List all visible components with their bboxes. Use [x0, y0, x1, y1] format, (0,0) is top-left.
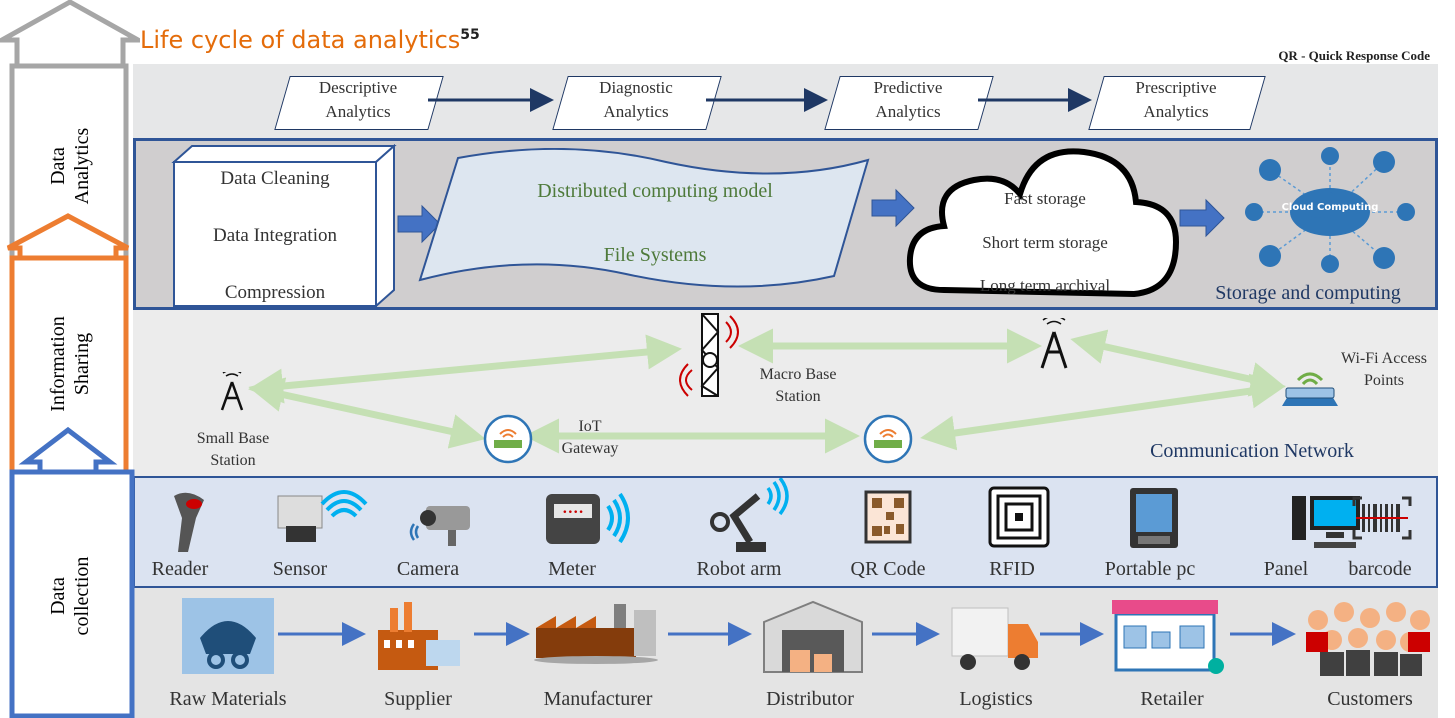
barcode-icon	[1352, 496, 1412, 540]
layer-arrows	[0, 0, 140, 718]
process-arrow-1	[397, 204, 441, 244]
device-panel: Panel	[1263, 558, 1309, 580]
iot-gateway-icon-left	[483, 414, 533, 464]
device-meter: Meter	[548, 558, 596, 580]
svg-text:••••: ••••	[562, 508, 584, 518]
macro-base-station-icon	[679, 313, 739, 397]
device-camera: Camera	[396, 558, 460, 580]
process-arrow-2	[871, 188, 915, 228]
chain-distributor: Distributor	[766, 688, 854, 710]
link-iot-wifi	[920, 373, 1286, 451]
link-small-macro	[248, 334, 682, 404]
processing-box	[171, 144, 397, 309]
chain-supplier: Supplier	[384, 688, 452, 710]
distributed-shape	[418, 148, 870, 288]
process-compression: Compression	[224, 282, 326, 303]
rfid-icon	[988, 486, 1050, 548]
customers-icon	[1306, 602, 1430, 676]
chain-retailer: Retailer	[1140, 688, 1204, 710]
device-sensor: Sensor	[272, 558, 328, 580]
device-barcode: barcode	[1348, 558, 1412, 580]
storage-computing-label: Storage and computing	[1215, 282, 1401, 304]
communication-network-label: Communication Network	[1150, 440, 1354, 462]
logistics-icon	[951, 607, 1038, 670]
reader-icon	[174, 492, 204, 552]
robot-arm-icon	[710, 478, 789, 552]
title-reference: 55	[460, 27, 480, 43]
device-reader: Reader	[151, 558, 209, 580]
cloud-computing-icon: Cloud Computing	[1245, 147, 1415, 273]
camera-icon	[409, 506, 470, 546]
device-robot-arm: Robot arm	[696, 558, 782, 580]
diagram-title: Life cycle of data analytics55	[140, 26, 480, 54]
long-term-archival: Long term archival	[979, 276, 1111, 295]
manufacturer-icon	[534, 604, 658, 664]
chain-logistics: Logistics	[959, 688, 1033, 710]
short-term-storage: Short term storage	[982, 233, 1108, 252]
iot-gateway-icon-right	[863, 414, 913, 464]
chain-raw-materials: Raw Materials	[169, 688, 287, 710]
sensor-icon	[277, 490, 368, 542]
fast-storage: Fast storage	[1004, 189, 1086, 208]
panel-icon	[1292, 496, 1360, 548]
cell-tower-icon	[1040, 318, 1068, 369]
process-arrow-3	[1179, 198, 1225, 238]
retailer-icon	[1112, 600, 1224, 674]
device-qr-code: QR Code	[850, 558, 926, 580]
portable-pc-icon	[1130, 488, 1178, 548]
supplier-icon	[378, 602, 460, 670]
device-rfid: RFID	[989, 558, 1035, 580]
process-data-cleaning: Data Cleaning	[220, 168, 330, 189]
small-base-station-icon	[220, 372, 244, 411]
link-tower-wifi	[1070, 329, 1286, 397]
chain-manufacturer: Manufacturer	[543, 688, 653, 710]
distributed-computing-label: Distributed computing model	[537, 180, 773, 202]
distributor-icon	[763, 600, 863, 673]
process-data-integration: Data Integration	[213, 225, 337, 246]
link-small-iot	[248, 377, 486, 449]
qr-note: QR - Quick Response Code	[1278, 48, 1430, 63]
device-portable-pc: Portable pc	[1104, 558, 1196, 580]
collection-layer-arrow	[9, 426, 135, 718]
wifi-router-icon	[1282, 372, 1338, 406]
file-systems-label: File Systems	[603, 244, 707, 266]
qr-code-icon	[864, 490, 912, 544]
raw-materials-icon	[182, 598, 274, 674]
meter-icon: ••••	[546, 492, 630, 544]
storage-cloud	[906, 148, 1180, 298]
cloud-computing-text: Cloud Computing	[1282, 202, 1379, 213]
chain-customers: Customers	[1327, 688, 1413, 710]
